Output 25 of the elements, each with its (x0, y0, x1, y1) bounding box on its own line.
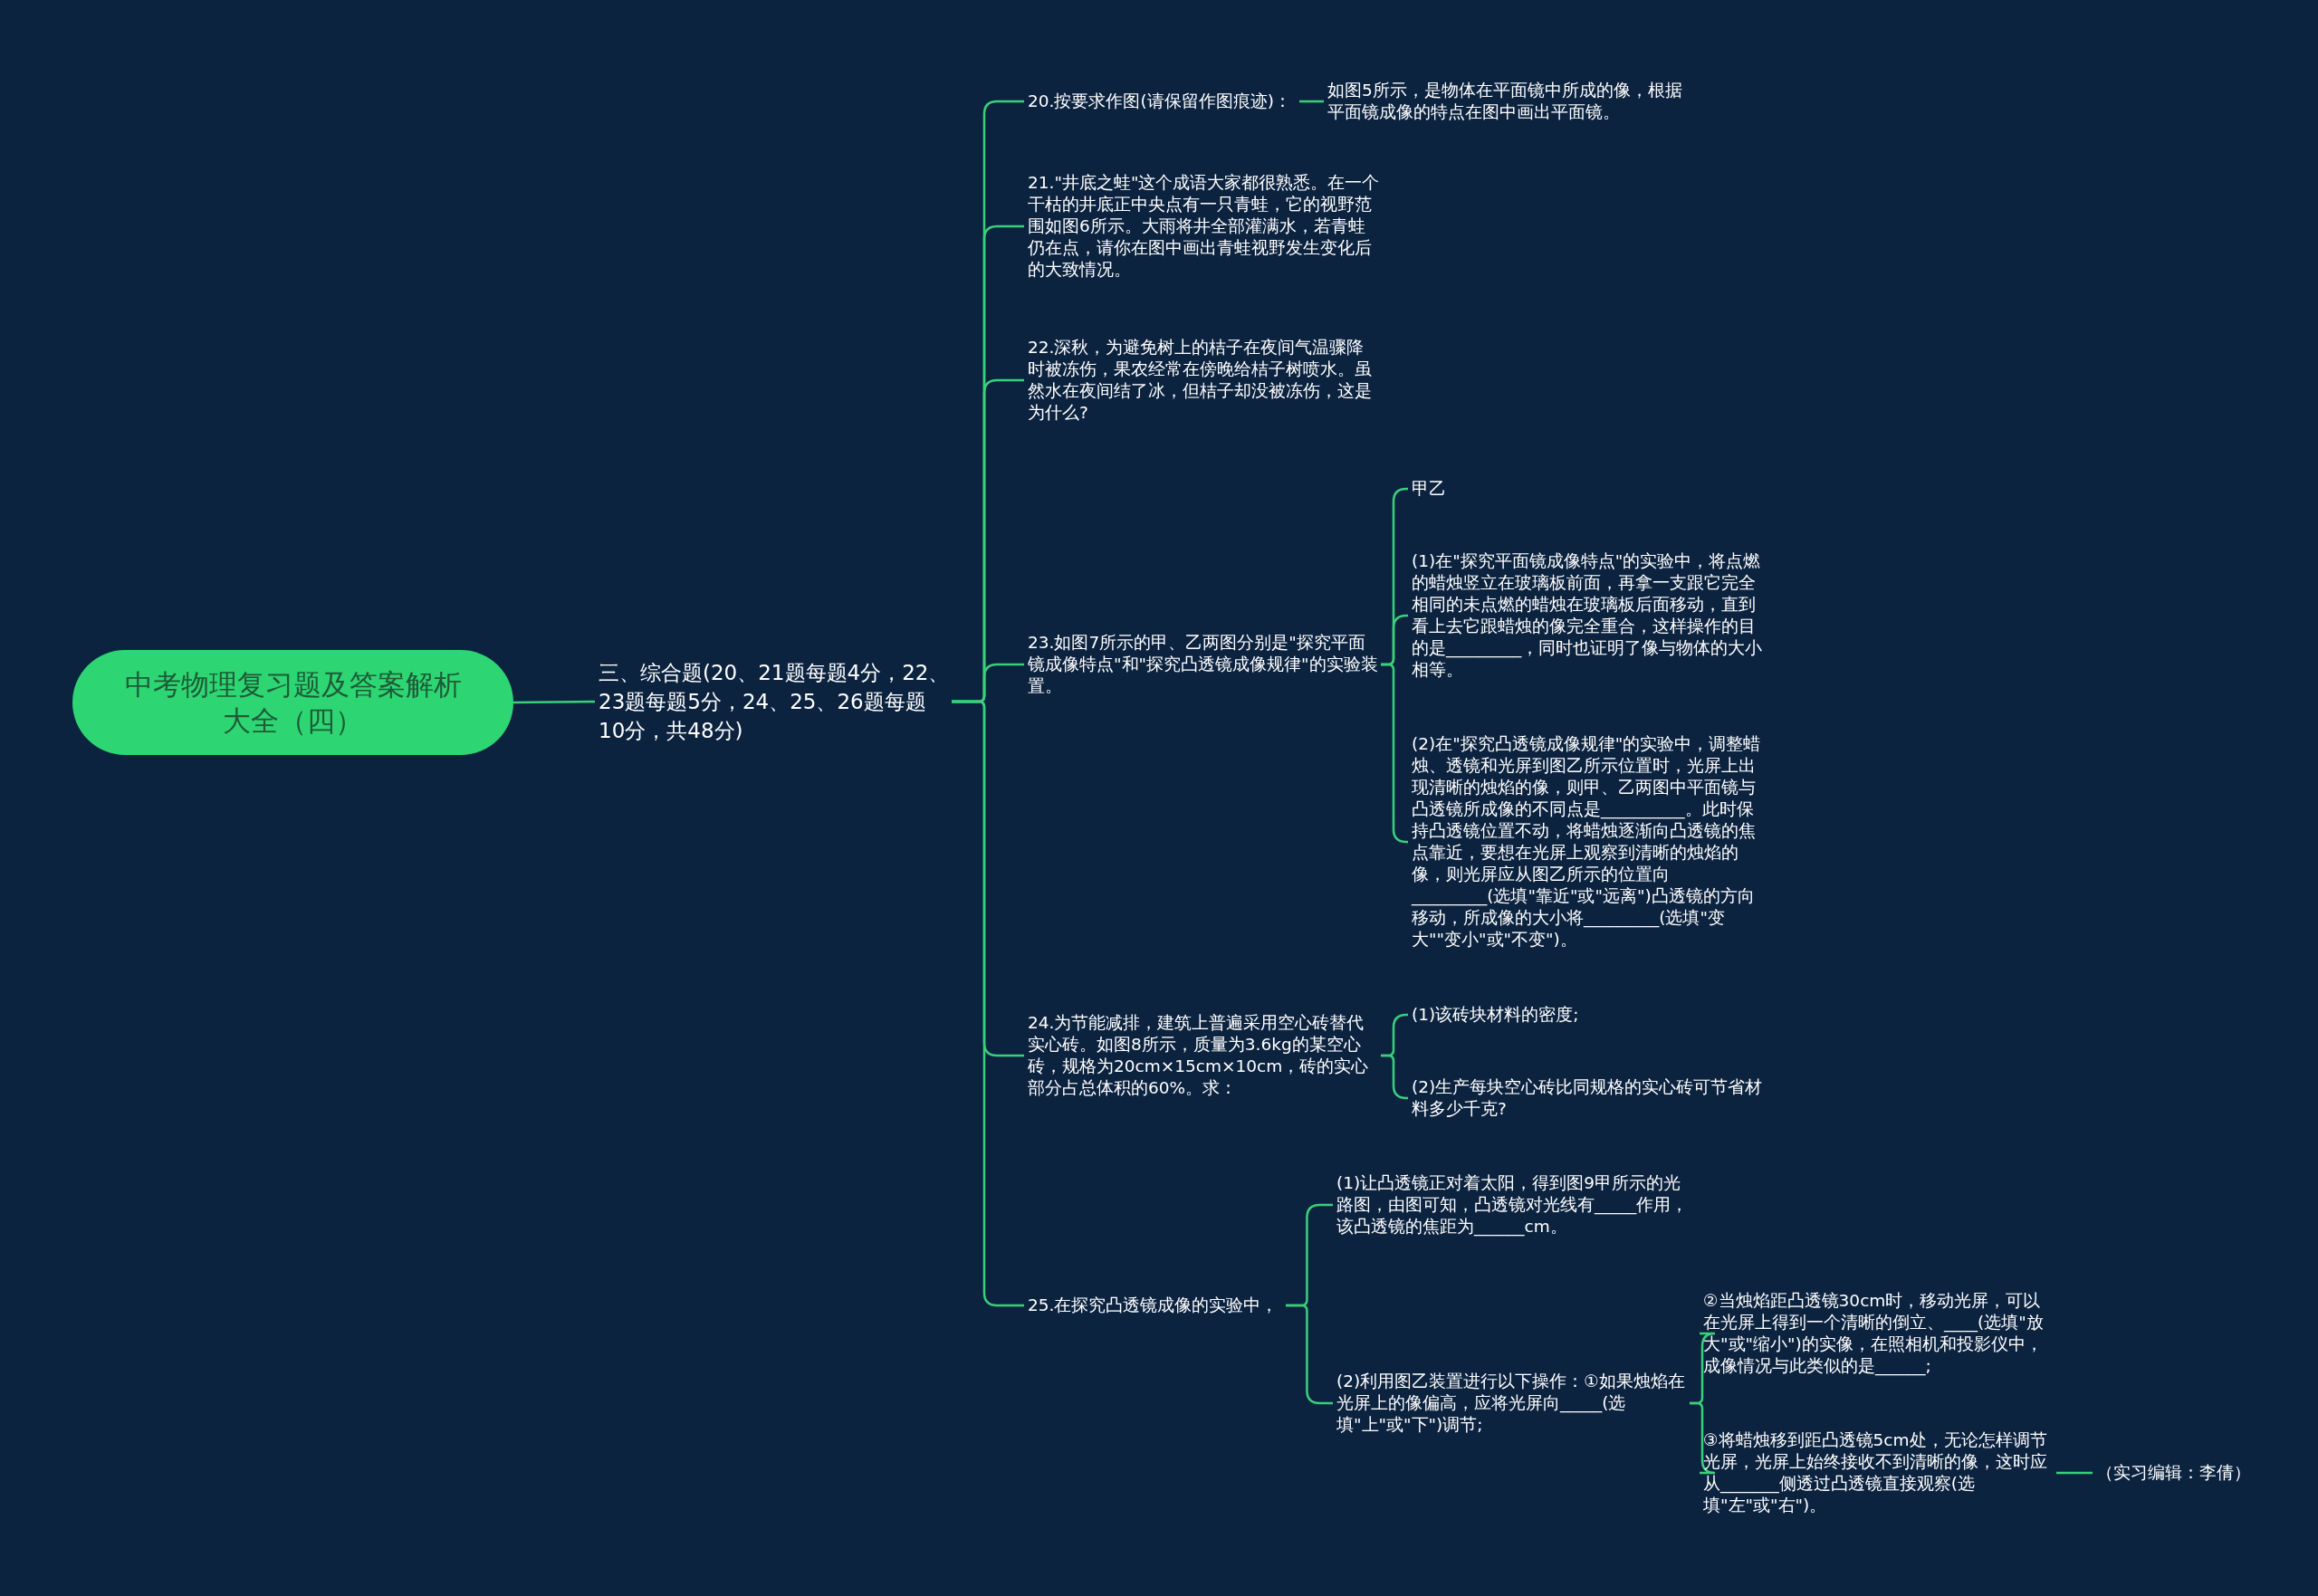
topic-text: 20.按要求作图(请保留作图痕迹)： (1028, 91, 1299, 112)
topic-text: 22.深秋，为避免树上的桔子在夜间气温骤降时被冻伤，果农经常在傍晚给桔子树喷水。虽然水在夜间结了冰，但桔子却没被冻伤，这是为什么? (1028, 337, 1381, 424)
connector-line (1299, 100, 1324, 103)
topic-text: 21."井底之蛙"这个成语大家都很熟悉。在一个干枯的井底正中央点有一只青蛙，它的视野范围如图6所示。大雨将井全部灌满水，若青蛙仍在点，请你在图中画出青蛙视野发生变化后的大致情况。 (1028, 172, 1381, 281)
topic-text: 甲乙 (1412, 478, 1484, 500)
topic-text: (2)利用图乙装置进行以下操作：①如果烛焰在光屏上的像偏高，应将光屏向_____(选填"上"或"下")调节; (1336, 1371, 1690, 1436)
topic-text: 25.在探究凸透镜成像的实验中， (1028, 1295, 1286, 1316)
topic-text: (2)在"探究凸透镜成像规律"的实验中，调整蜡烛、透镜和光屏到图乙所示位置时，光屏上出现清晰的烛焰的像，则甲、乙两图中平面镜与凸透镜所成像的不同点是__________。此时保持凸透镜位置不动，将蜡烛逐渐向凸透镜的焦点靠近，要想在光屏上观察到清晰的烛焰的像，则光屏应从图乙所示的位置向_________(选填"靠近"或"远离")凸透镜的方向移动，所成像的大小将_________(选填"变大""变小"或"不变")。 (1412, 733, 1765, 951)
topic-text: (1)让凸透镜正对着太阳，得到图9甲所示的光路图，由图可知，凸透镜对光线有_____作用，该凸透镜的焦距为______cm。 (1336, 1172, 1690, 1238)
topic-text: ②当烛焰距凸透镜30cm时，移动光屏，可以在光屏上得到一个清晰的倒立、____(选填"放大"或"缩小")的实像，在照相机和投影仪中，成像情况与此类似的是______; (1703, 1290, 2056, 1377)
connector-line (1381, 663, 1408, 844)
topic-text: ③将蜡烛移到距凸透镜5cm处，无论怎样调节光屏，光屏上始终接收不到清晰的像，这时应从_______侧透过凸透镜直接观察(选填"左"或"右")。 (1703, 1429, 2056, 1516)
topic-text: 24.为节能减排，建筑上普遍采用空心砖替代实心砖。如图8所示，质量为3.6kg的某空心砖，规格为20cm×15cm×10cm，砖的实心部分占总体积的60%。求： (1028, 1012, 1381, 1099)
connector-line (1381, 1054, 1408, 1100)
topic-text: (1)在"探究平面镜成像特点"的实验中，将点燃的蜡烛竖立在玻璃板前面，再拿一支跟它完全相同的未点燃的蜡烛在玻璃板后面移动，直到看上去它跟蜡烛的像完全重合，这样操作的目的是_________，同时也证明了像与物体的大小相等。 (1412, 550, 1765, 681)
connector-line (2056, 1471, 2093, 1475)
topic-text: 如图5所示，是物体在平面镜中所成的像，根据平面镜成像的特点在图中画出平面镜。 (1327, 80, 1690, 123)
connector-line (513, 700, 595, 704)
topic-text: 23.如图7所示的甲、乙两图分别是"探究平面镜成像特点"和"探究凸透镜成像规律"的实验装置。 (1028, 632, 1381, 697)
topic-text: 三、综合题(20、21题每题4分，22、23题每题5分，24、25、26题每题10分，共48分) (599, 658, 952, 745)
topic-text: （实习编辑：李倩） (2096, 1462, 2268, 1484)
root-topic: 中考物理复习题及答案解析大全（四） (72, 650, 513, 755)
connector-line (952, 700, 1024, 1307)
topic-text: (1)该砖块材料的密度; (1412, 1004, 1765, 1026)
topic-text: (2)生产每块空心砖比同规格的实心砖可节省材料多少千克? (1412, 1076, 1765, 1120)
